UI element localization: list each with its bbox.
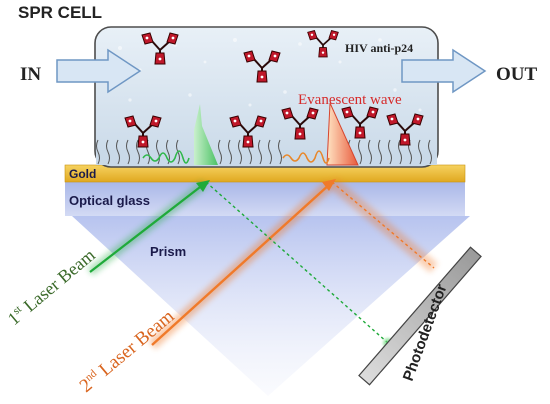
outflow-arrow-icon [401, 48, 487, 94]
prism [72, 216, 470, 396]
laser-beam-1-label: 1st Laser Beam [4, 245, 99, 329]
evanescent-label: Evanescent wave [298, 92, 402, 108]
reflected-beam-2 [328, 177, 438, 273]
in-label: IN [20, 64, 41, 85]
cell-bottom-mask [96, 150, 437, 165]
spr-cell-container [94, 26, 439, 168]
photodetector [358, 246, 482, 386]
prism-label: Prism [150, 244, 186, 259]
title-label: SPR CELL [18, 3, 102, 22]
inflow-arrow-icon [56, 48, 142, 94]
glass-label: Optical glass [69, 193, 150, 208]
antibody-label: HIV anti-p24 [345, 41, 413, 55]
laser-beam-2-label: 2nd Laser Beam [76, 306, 179, 397]
out-label: OUT [496, 64, 538, 85]
gold-label: Gold [69, 167, 96, 181]
green-evanescent-peak [142, 90, 218, 165]
orange-evanescent-peak [282, 92, 359, 166]
optical-glass-layer [65, 182, 465, 216]
